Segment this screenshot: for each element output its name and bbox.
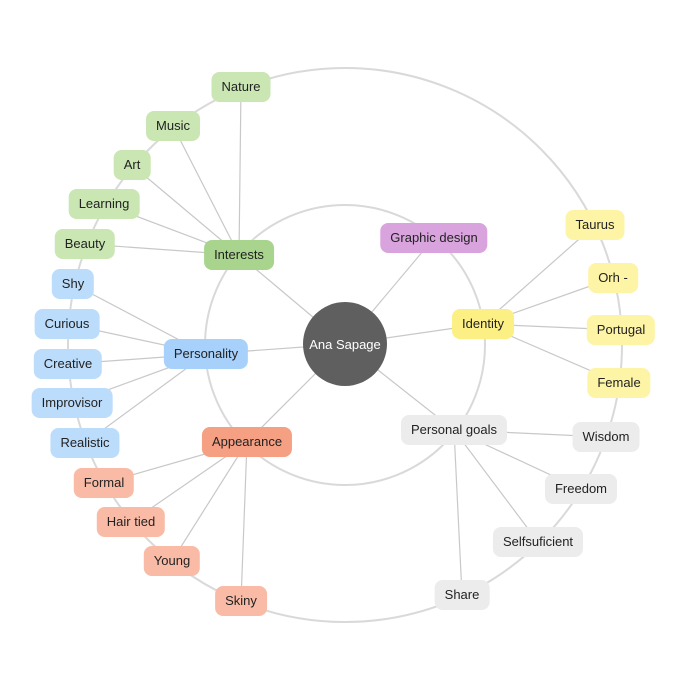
leaf-interests-music[interactable]: Music: [146, 111, 200, 141]
leaf-goals-selfsuficient[interactable]: Selfsuficient: [492, 527, 584, 557]
leaf-appearance-formal[interactable]: Formal: [73, 468, 135, 498]
branch-graphic-design[interactable]: Graphic design: [380, 223, 488, 253]
center-node[interactable]: Ana Sapage: [303, 302, 387, 386]
branch-personality[interactable]: Personality: [163, 339, 249, 369]
leaf-interests-nature[interactable]: Nature: [211, 72, 271, 102]
leaf-interests-learning[interactable]: Learning: [68, 189, 140, 219]
leaf-goals-wisdom[interactable]: Wisdom: [572, 422, 640, 452]
branch-appearance[interactable]: Appearance: [201, 427, 293, 457]
leaf-personality-realistic[interactable]: Realistic: [50, 428, 120, 458]
leaf-identity-female[interactable]: Female: [587, 368, 651, 398]
connector-branch-appearance-to-leaf-appearance-skiny: [240, 441, 248, 602]
connector-branch-identity-to-leaf-identity-taurus: [482, 224, 596, 325]
leaf-interests-art[interactable]: Art: [113, 150, 151, 180]
outer-orbit-ring: [67, 67, 623, 623]
connector-branch-personal-goals-to-leaf-goals-share: [453, 429, 463, 596]
leaf-personality-creative[interactable]: Creative: [33, 349, 103, 379]
leaf-appearance-skiny[interactable]: Skiny: [215, 586, 267, 616]
leaf-personality-improvisor[interactable]: Improvisor: [31, 388, 113, 418]
branch-interests[interactable]: Interests: [204, 240, 274, 270]
branch-identity[interactable]: Identity: [452, 309, 514, 339]
branch-personal-goals[interactable]: Personal goals: [401, 415, 507, 445]
leaf-goals-freedom[interactable]: Freedom: [544, 474, 618, 504]
leaf-personality-curious[interactable]: Curious: [34, 309, 100, 339]
connector-branch-interests-to-leaf-interests-music: [172, 125, 240, 256]
center-label: Ana Sapage: [309, 336, 381, 352]
leaf-identity-taurus[interactable]: Taurus: [565, 210, 625, 240]
leaf-appearance-young[interactable]: Young: [143, 546, 201, 576]
connector-branch-appearance-to-leaf-appearance-young: [171, 441, 248, 562]
connector-branch-personal-goals-to-leaf-goals-selfsuficient: [453, 429, 539, 543]
leaf-identity-portugal[interactable]: Portugal: [586, 315, 656, 345]
leaf-appearance-hair-tied[interactable]: Hair tied: [96, 507, 166, 537]
leaf-identity-orh[interactable]: Orh -: [588, 263, 638, 293]
connector-branch-interests-to-leaf-interests-nature: [238, 86, 242, 256]
leaf-interests-beauty[interactable]: Beauty: [54, 229, 116, 259]
leaf-goals-share[interactable]: Share: [434, 580, 490, 610]
leaf-personality-shy[interactable]: Shy: [51, 269, 95, 299]
